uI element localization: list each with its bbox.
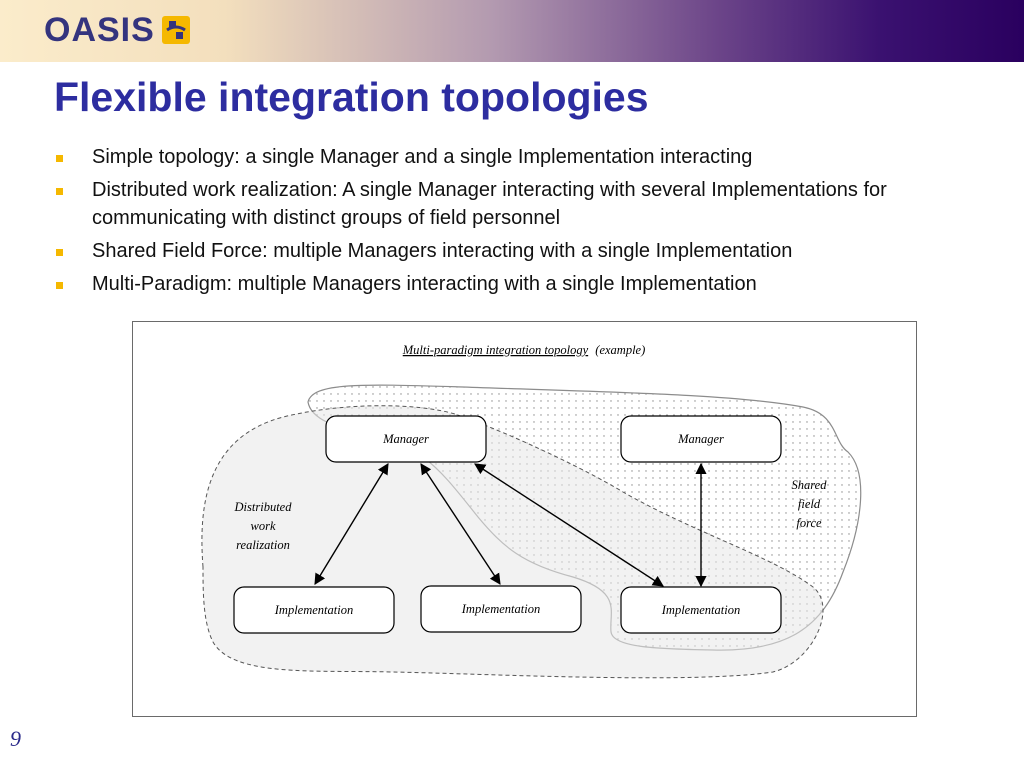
header-band: OASIS bbox=[0, 0, 1024, 62]
page-number: 9 bbox=[10, 726, 21, 751]
topology-diagram-canvas: Multi-paradigm integration topology (exa… bbox=[201, 343, 862, 679]
implementation-middle-label: Implementation bbox=[461, 602, 540, 616]
oasis-logo: OASIS bbox=[44, 12, 191, 48]
logo-text: OASIS bbox=[44, 11, 155, 49]
manager-right-label: Manager bbox=[677, 432, 724, 446]
diagram-title-suffix: (example) bbox=[595, 343, 645, 357]
diagram-title: Multi-paradigm integration topology (exa… bbox=[402, 343, 646, 357]
bullet-item: Multi-Paradigm: multiple Managers intera… bbox=[56, 270, 986, 298]
manager-left-label: Manager bbox=[382, 432, 429, 446]
bullet-list: Simple topology: a single Manager and a … bbox=[56, 143, 986, 303]
bullet-marker-icon bbox=[56, 155, 63, 162]
manager-left-node: Manager bbox=[325, 415, 487, 463]
bullet-text: Shared Field Force: multiple Managers in… bbox=[92, 240, 793, 262]
shared-label-line: Shared bbox=[792, 478, 828, 492]
implementation-right-node: Implementation bbox=[620, 586, 782, 634]
bullet-marker-icon bbox=[56, 282, 63, 289]
bullet-item: Distributed work realization: A single M… bbox=[56, 176, 986, 232]
implementation-middle-node: Implementation bbox=[420, 585, 582, 633]
oasis-logo-icon bbox=[161, 16, 190, 44]
shared-field-force-label: Shared field force bbox=[792, 478, 828, 530]
distributed-label-line: realization bbox=[236, 538, 290, 552]
shared-label-line: force bbox=[796, 516, 822, 530]
bullet-item: Shared Field Force: multiple Managers in… bbox=[56, 237, 986, 265]
distributed-work-label: Distributed work realization bbox=[234, 500, 293, 552]
bullet-marker-icon bbox=[56, 188, 63, 195]
arrow-manager-left-impl-left bbox=[314, 463, 389, 585]
page-title: Flexible integration topologies bbox=[54, 74, 649, 120]
manager-right-node: Manager bbox=[620, 415, 782, 463]
shared-label-line: field bbox=[798, 497, 821, 511]
bullet-text: Distributed work realization: A single M… bbox=[92, 179, 887, 229]
implementation-left-node: Implementation bbox=[233, 586, 395, 634]
bullet-marker-icon bbox=[56, 249, 63, 256]
implementation-left-label: Implementation bbox=[274, 603, 353, 617]
distributed-label-line: work bbox=[251, 519, 276, 533]
bullet-item: Simple topology: a single Manager and a … bbox=[56, 143, 986, 171]
diagram-title-main: Multi-paradigm integration topology bbox=[402, 343, 589, 357]
distributed-label-line: Distributed bbox=[234, 500, 293, 514]
topology-diagram: Multi-paradigm integration topology (exa… bbox=[132, 321, 917, 717]
arrow-manager-left-impl-right bbox=[474, 463, 664, 587]
bullet-text: Simple topology: a single Manager and a … bbox=[92, 146, 753, 168]
implementation-right-label: Implementation bbox=[661, 603, 740, 617]
bullet-text: Multi-Paradigm: multiple Managers intera… bbox=[92, 273, 757, 295]
